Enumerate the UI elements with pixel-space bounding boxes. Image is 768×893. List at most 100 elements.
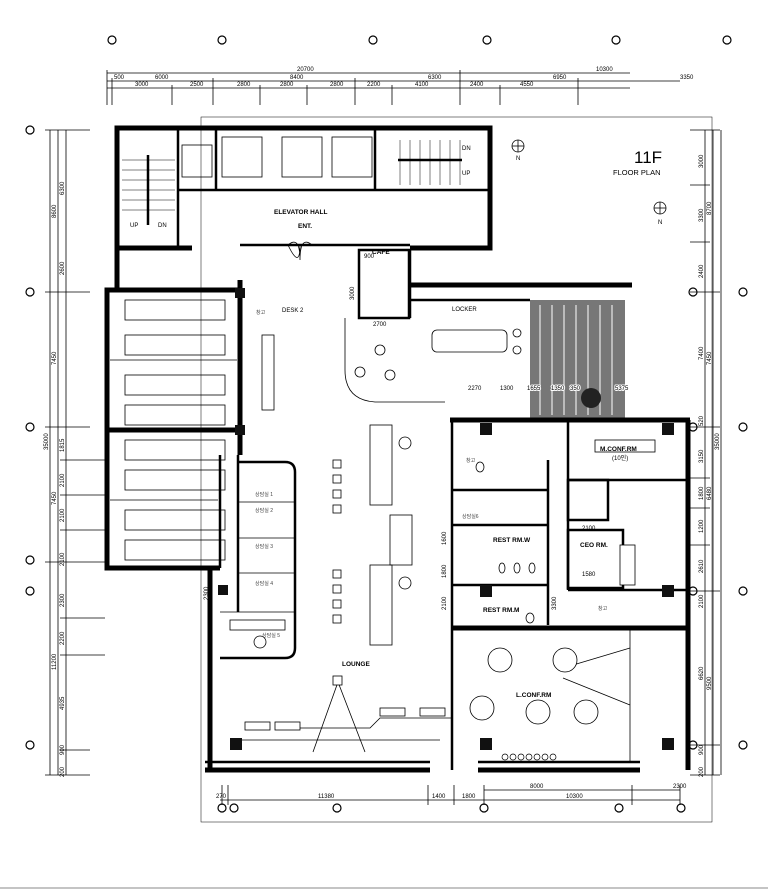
- svg-text:8600: 8600: [52, 204, 58, 218]
- svg-text:350: 350: [570, 386, 581, 392]
- svg-text:4100: 4100: [415, 82, 429, 88]
- svg-text:2400: 2400: [470, 82, 484, 88]
- svg-text:1800: 1800: [442, 564, 448, 578]
- svg-text:2100: 2100: [60, 473, 66, 487]
- room-labels: ELEVATOR HALL ENT. CAFE LOCKER M.CONF.RM…: [130, 146, 637, 699]
- label-consult-1: 상담실 1: [255, 491, 273, 498]
- floor-title: 11F: [634, 148, 662, 167]
- label-m-conf: M.CONF.RM: [600, 446, 637, 453]
- svg-text:3300: 3300: [699, 208, 705, 222]
- svg-text:900: 900: [60, 744, 66, 755]
- svg-text:20700: 20700: [297, 67, 314, 73]
- svg-text:6620: 6620: [699, 666, 705, 680]
- label-rest-m: REST RM.M: [483, 607, 519, 614]
- label-ceo: CEO RM.: [580, 542, 608, 549]
- svg-text:2400: 2400: [699, 264, 705, 278]
- svg-text:2300: 2300: [204, 586, 210, 600]
- svg-text:2100: 2100: [699, 594, 705, 608]
- svg-text:2100: 2100: [60, 508, 66, 522]
- label-elevator-hall: ELEVATOR HALL: [274, 209, 327, 216]
- bottom-dimensions: 270 11380 1400 1800 10300 8000 2300: [216, 784, 687, 800]
- svg-text:8400: 8400: [290, 75, 304, 81]
- svg-text:6000: 6000: [155, 75, 169, 81]
- svg-text:1580: 1580: [582, 572, 596, 578]
- svg-text:10300: 10300: [566, 794, 583, 800]
- svg-text:N: N: [658, 220, 662, 226]
- svg-text:6950: 6950: [553, 75, 567, 81]
- label-consult-5: 상담실 5: [262, 632, 280, 639]
- north-arrow-icon: N: [653, 201, 667, 226]
- svg-text:1655: 1655: [527, 386, 541, 392]
- svg-text:1350: 1350: [551, 386, 565, 392]
- label-storage: 창고: [256, 309, 266, 316]
- svg-text:2600: 2600: [60, 261, 66, 275]
- svg-text:3150: 3150: [699, 449, 705, 463]
- structural-columns: [218, 288, 674, 750]
- north-arrow-icon: N: [511, 139, 525, 162]
- svg-text:4935: 4935: [60, 696, 66, 710]
- dimension-lines: [45, 70, 722, 805]
- svg-text:6300: 6300: [60, 181, 66, 195]
- svg-text:1800: 1800: [462, 794, 476, 800]
- svg-text:7450: 7450: [707, 351, 713, 365]
- svg-text:2800: 2800: [330, 82, 344, 88]
- label-cafe: CAFE: [372, 249, 390, 256]
- svg-text:3000: 3000: [135, 82, 149, 88]
- label-consult-3: 상담실 3: [255, 543, 273, 550]
- wooden-deck: [530, 300, 625, 420]
- svg-text:520: 520: [699, 415, 705, 426]
- svg-text:1600: 1600: [442, 531, 448, 545]
- svg-text:5375: 5375: [615, 386, 629, 392]
- label-stair-up: UP: [462, 171, 470, 177]
- svg-text:1800: 1800: [699, 486, 705, 500]
- svg-text:7400: 7400: [699, 346, 705, 360]
- svg-text:4550: 4550: [520, 82, 534, 88]
- svg-text:2800: 2800: [237, 82, 251, 88]
- svg-text:900: 900: [364, 254, 375, 260]
- svg-text:7450: 7450: [52, 351, 58, 365]
- svg-text:2500: 2500: [190, 82, 204, 88]
- svg-text:2300: 2300: [60, 593, 66, 607]
- label-consult-6: 상담실6: [462, 513, 479, 520]
- svg-text:3000: 3000: [699, 154, 705, 168]
- svg-text:6480: 6480: [707, 486, 713, 500]
- grid-bubbles: [25, 35, 748, 813]
- label-storage: 창고: [466, 457, 476, 464]
- svg-text:2700: 2700: [373, 322, 387, 328]
- svg-text:2100: 2100: [582, 526, 596, 532]
- left-dimensions: 35000 8600 7450 7450 11200 6300 2600 181…: [44, 181, 66, 777]
- svg-text:2270: 2270: [468, 386, 482, 392]
- label-rest-w: REST RM.W: [493, 537, 531, 544]
- label-lounge: LOUNGE: [342, 661, 370, 668]
- svg-text:2100: 2100: [60, 552, 66, 566]
- svg-text:1300: 1300: [500, 386, 514, 392]
- svg-text:35000: 35000: [715, 433, 721, 450]
- svg-text:500: 500: [114, 75, 125, 81]
- svg-text:2610: 2610: [699, 559, 705, 573]
- label-storage: 창고: [598, 605, 608, 612]
- label-stair-up: UP: [130, 223, 138, 229]
- svg-text:3350: 3350: [680, 75, 694, 81]
- furniture: [122, 136, 656, 761]
- svg-text:8700: 8700: [707, 201, 713, 215]
- svg-text:2200: 2200: [367, 82, 381, 88]
- svg-text:1400: 1400: [432, 794, 446, 800]
- svg-text:270: 270: [216, 794, 227, 800]
- svg-text:2100: 2100: [442, 596, 448, 610]
- svg-text:1815: 1815: [60, 438, 66, 452]
- label-m-conf-capacity: (10인): [612, 455, 628, 462]
- top-dimensions: 20700 10300 500 6000 8400 6300 6950 3350…: [114, 67, 694, 88]
- svg-text:200: 200: [699, 766, 705, 777]
- svg-text:6300: 6300: [428, 75, 442, 81]
- svg-text:200: 200: [60, 766, 66, 777]
- label-entrance: ENT.: [298, 223, 312, 230]
- svg-text:10300: 10300: [596, 67, 613, 73]
- svg-text:11380: 11380: [318, 794, 335, 800]
- label-consult-2: 상담실 2: [255, 507, 273, 514]
- svg-text:N: N: [516, 156, 520, 162]
- svg-text:900: 900: [699, 744, 705, 755]
- label-stair-dn: DN: [158, 223, 167, 229]
- label-consult-4: 상담실 4: [255, 580, 273, 587]
- svg-text:9500: 9500: [707, 676, 713, 690]
